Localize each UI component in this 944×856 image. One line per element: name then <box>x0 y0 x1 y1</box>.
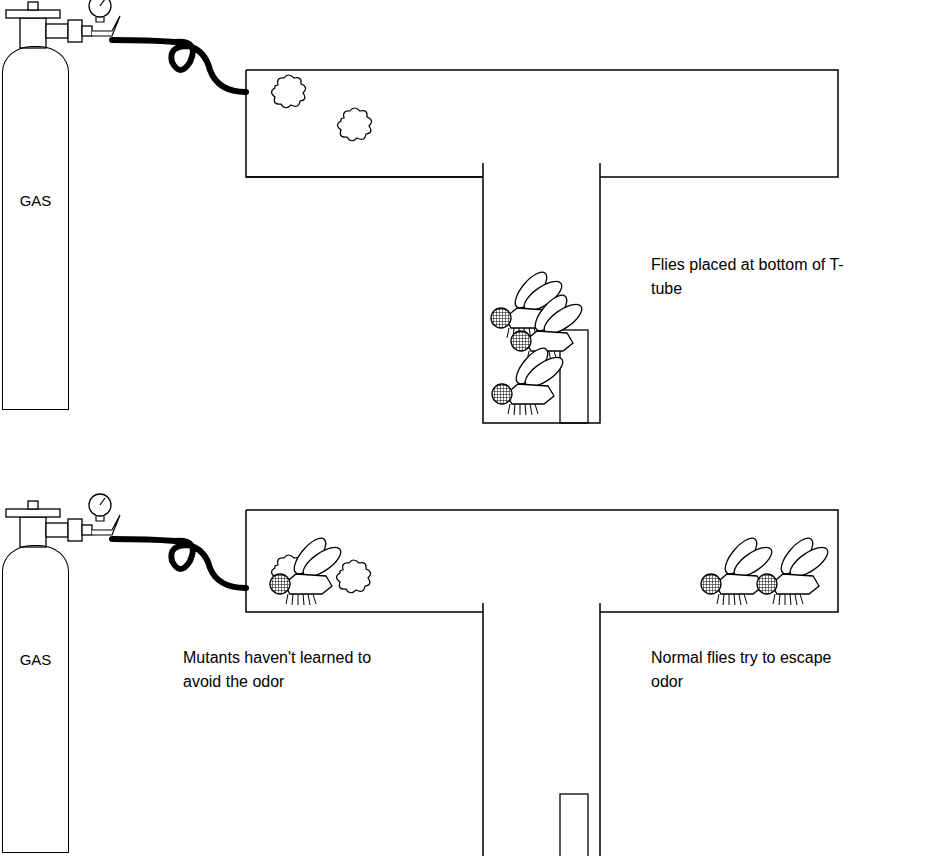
cylinder-label: GAS <box>3 651 68 668</box>
note-label: Normal flies try to escape odor <box>651 646 851 694</box>
gas-cylinder: GAS <box>2 545 69 853</box>
note-label: Flies placed at bottom of T-tube <box>651 253 861 301</box>
cylinder-label: GAS <box>3 192 68 209</box>
gas-cylinder: GAS <box>2 46 69 410</box>
note-label: Mutants haven't learned to avoid the odo… <box>183 646 393 694</box>
